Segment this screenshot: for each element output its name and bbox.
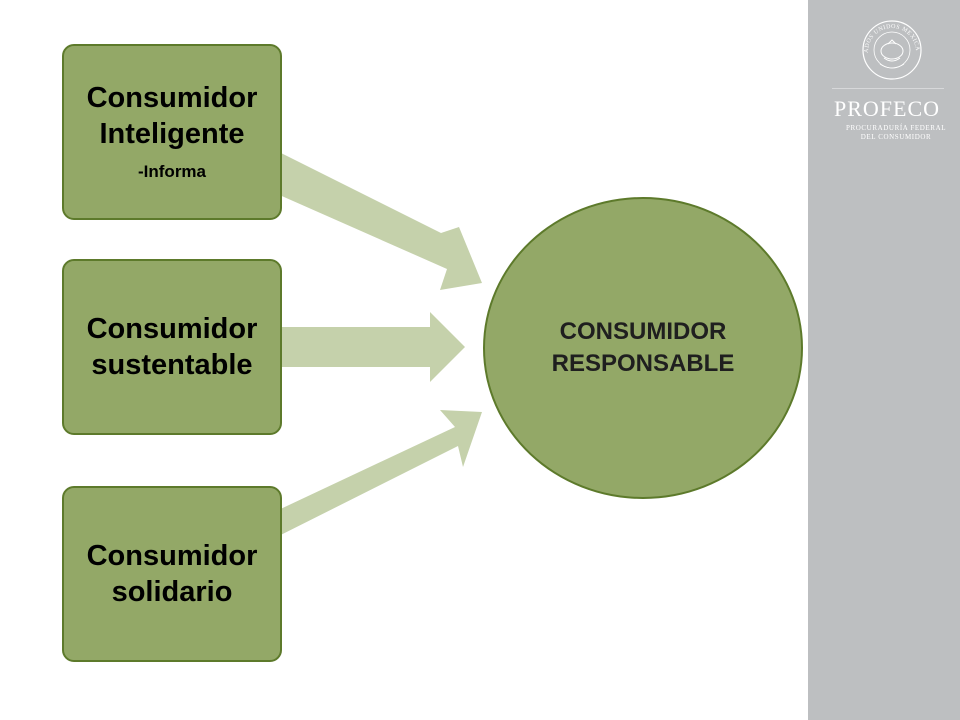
node-consumidor-inteligente-subtitle: -Informa: [138, 162, 206, 181]
node-consumidor-inteligente-title: Consumidor Inteligente: [81, 80, 264, 152]
node-title-line: sustentable: [91, 349, 253, 381]
node-title-line: Consumidor: [86, 313, 258, 345]
node-consumidor-sustentable: Consumidor sustentable: [62, 259, 282, 435]
node-consumidor-inteligente: Consumidor Inteligente -Informa: [62, 44, 282, 220]
node-title-line: solidario: [111, 576, 233, 608]
node-target-line: CONSUMIDOR: [559, 318, 727, 345]
svg-text:ESTADOS UNIDOS MEXICANOS: ESTADOS UNIDOS MEXICANOS: [858, 14, 920, 53]
node-title-line: Consumidor: [86, 82, 258, 114]
profeco-logo-subtitle: DEL CONSUMIDOR: [860, 133, 932, 141]
logo-divider: [832, 88, 944, 89]
national-seal-icon: ESTADOS UNIDOS MEXICANOS: [858, 14, 922, 80]
node-title-line: Inteligente: [99, 118, 245, 150]
node-consumidor-sustentable-title: Consumidor sustentable: [81, 311, 264, 383]
profeco-logo: PROFECO: [834, 96, 941, 121]
seal-text: ESTADOS UNIDOS MEXICANOS: [858, 14, 920, 53]
node-consumidor-solidario-title: Consumidor solidario: [81, 538, 264, 610]
node-target-line: RESPONSABLE: [551, 350, 735, 377]
node-title-line: Consumidor: [86, 540, 258, 572]
node-consumidor-responsable: CONSUMIDOR RESPONSABLE: [483, 197, 803, 499]
profeco-logo-subtitle: PROCURADURÍA FEDERAL: [846, 124, 947, 132]
branding-sidebar: ESTADOS UNIDOS MEXICANOS PROFECO PROCURA…: [808, 0, 960, 720]
node-consumidor-solidario: Consumidor solidario: [62, 486, 282, 662]
